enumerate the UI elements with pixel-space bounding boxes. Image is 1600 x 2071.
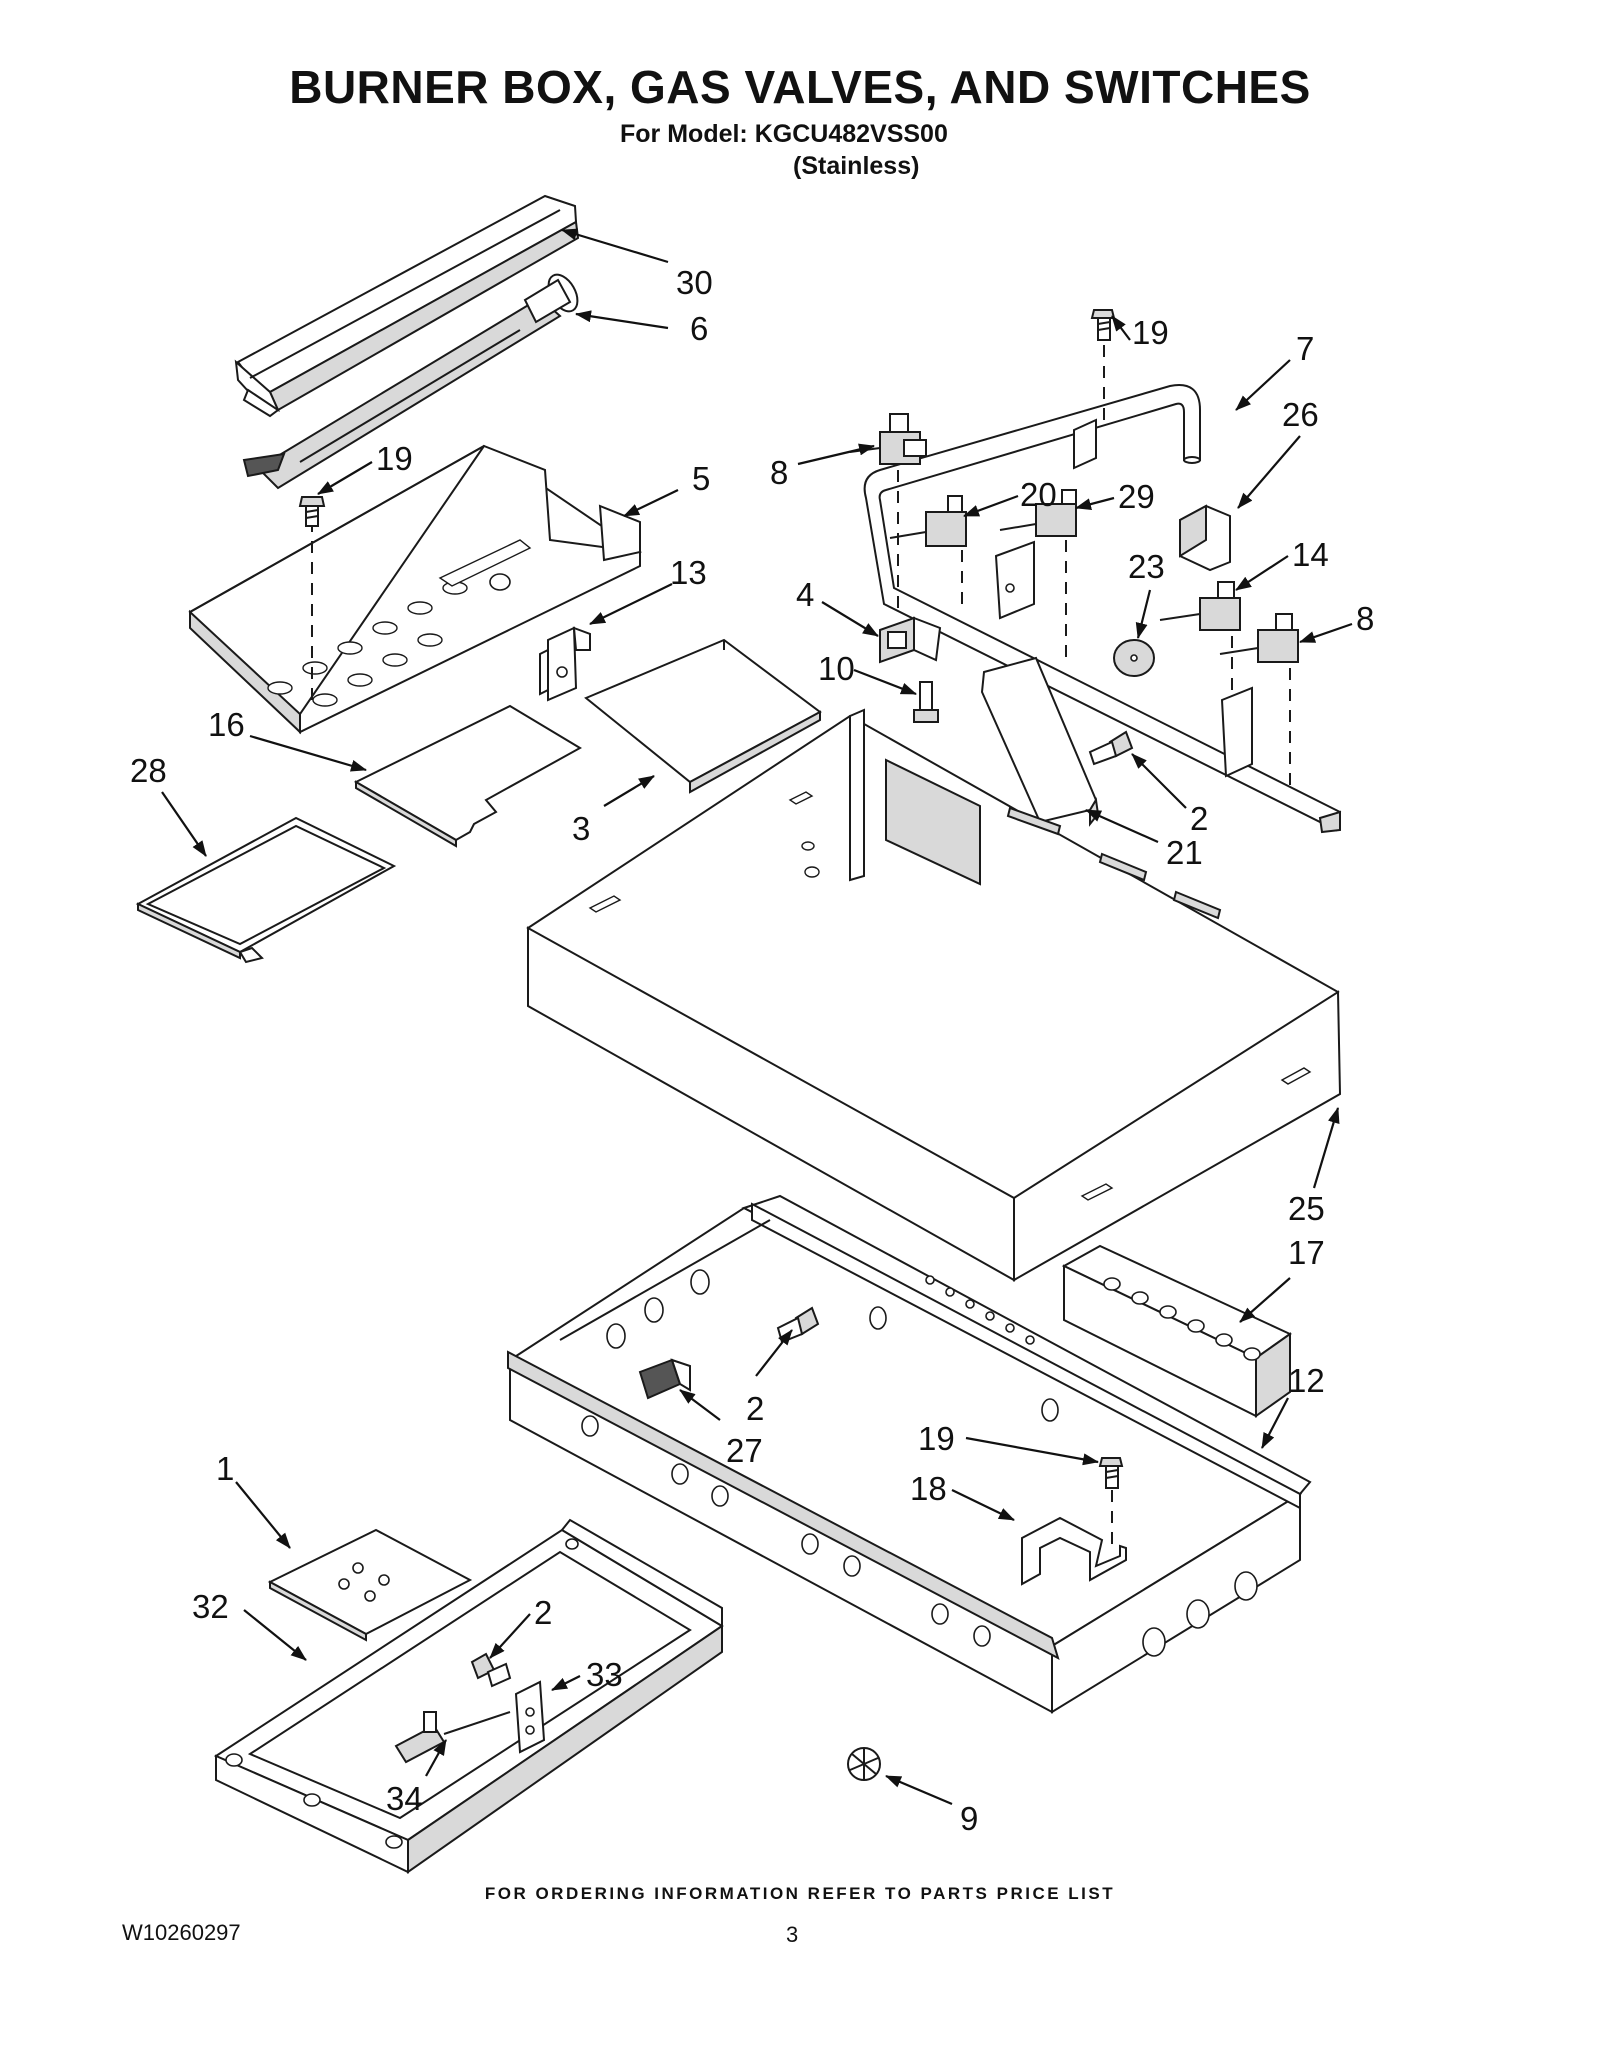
part-13-bracket <box>539 626 591 702</box>
callout-1: 1 <box>216 1450 234 1487</box>
part-8-valve-right <box>1219 613 1299 663</box>
part-33-bracket <box>514 1680 546 1754</box>
right-valve-bracket <box>1220 686 1253 778</box>
callout-13: 13 <box>670 554 707 591</box>
part-28-tray <box>135 816 397 964</box>
callout-10: 10 <box>818 650 855 687</box>
leader-arrows <box>161 228 1353 1806</box>
callout-28: 28 <box>130 752 167 789</box>
callout-23: 23 <box>1128 548 1165 585</box>
callout-19-left: 19 <box>376 440 413 477</box>
callout-8-right: 8 <box>1356 600 1374 637</box>
screw-2-upper <box>1088 730 1134 766</box>
part-20-valve <box>889 495 967 547</box>
callout-17: 17 <box>1288 1234 1325 1271</box>
part-7-gas-manifold <box>863 384 1342 834</box>
callout-33: 33 <box>586 1656 623 1693</box>
manifold-bracket <box>1073 418 1097 470</box>
callout-4: 4 <box>796 576 814 613</box>
screw-19-upper <box>1090 309 1116 341</box>
callout-5: 5 <box>692 460 710 497</box>
part-10-screw <box>913 681 939 723</box>
callout-20: 20 <box>1020 476 1057 513</box>
part-3-plate <box>584 638 822 794</box>
part-17-panel <box>1061 1244 1292 1418</box>
callout-2-lower: 2 <box>534 1594 552 1631</box>
callout-19-lower: 19 <box>918 1420 955 1457</box>
callout-30: 30 <box>676 264 713 301</box>
screw-19-lower <box>1098 1457 1124 1489</box>
part-25-burner-box <box>526 708 1342 1282</box>
part-9-knob <box>847 1747 881 1781</box>
screw-19-left <box>298 496 326 527</box>
callout-26: 26 <box>1282 396 1319 433</box>
callout-27: 27 <box>726 1432 763 1469</box>
callout-32: 32 <box>192 1588 229 1625</box>
callout-6: 6 <box>690 310 708 347</box>
callout-2-middle: 2 <box>746 1390 764 1427</box>
page-title: BURNER BOX, GAS VALVES, AND SWITCHES <box>289 61 1311 113</box>
valve-bracket <box>994 540 1035 620</box>
part-29-valve <box>999 489 1077 537</box>
part-8-valve-left <box>849 413 927 465</box>
callout-18: 18 <box>910 1470 947 1507</box>
callout-7: 7 <box>1296 330 1314 367</box>
callout-21: 21 <box>1166 834 1203 871</box>
callout-16: 16 <box>208 706 245 743</box>
ordering-note: FOR ORDERING INFORMATION REFER TO PARTS … <box>484 1884 1116 1903</box>
callout-9: 9 <box>960 1800 978 1837</box>
part-6-burner-tube <box>242 273 579 490</box>
model-number: For Model: KGCU482VSS00 <box>620 120 948 148</box>
callout-12: 12 <box>1288 1362 1325 1399</box>
part-4-clip <box>879 616 942 664</box>
part-32-lower-tray <box>213 1518 724 1874</box>
callout-34: 34 <box>386 1780 423 1817</box>
part-26-bracket <box>1179 504 1231 572</box>
callout-19-upper: 19 <box>1132 314 1169 351</box>
callout-2-upper: 2 <box>1190 800 1208 837</box>
part-16-plate <box>353 704 583 848</box>
callout-labels: 30 6 19 5 13 16 28 3 19 7 26 8 20 29 23 … <box>130 264 1374 1837</box>
part-12-chassis <box>507 1194 1312 1714</box>
model-finish: (Stainless) <box>793 152 920 180</box>
page-number: 3 <box>786 1922 799 1947</box>
callout-8-left: 8 <box>770 454 788 491</box>
document-number: W10260297 <box>122 1920 241 1945</box>
callout-29: 29 <box>1118 478 1155 515</box>
part-5-burner-box <box>188 444 642 735</box>
callout-3: 3 <box>572 810 590 847</box>
part-18-bracket <box>1021 1516 1127 1586</box>
part-1-plate <box>267 1528 473 1642</box>
part-14-valve <box>1159 581 1241 631</box>
callout-25: 25 <box>1288 1190 1325 1227</box>
callout-14: 14 <box>1292 536 1329 573</box>
screw-2-lower <box>470 1652 512 1688</box>
part-27-switch <box>638 1358 691 1400</box>
